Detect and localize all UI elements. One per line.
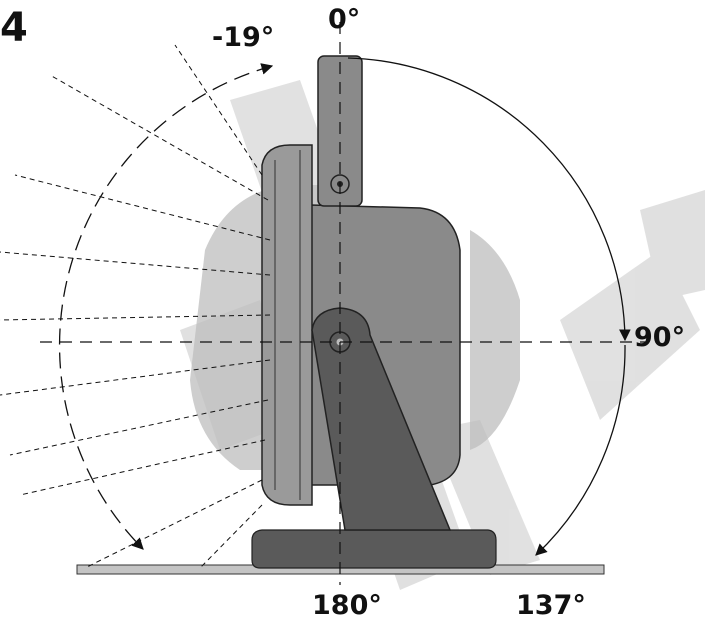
stand-arm — [311, 307, 452, 531]
angle-label-90: 90° — [634, 322, 686, 353]
tilt-arc-left — [58, 63, 274, 550]
lamp-front-frame — [261, 144, 313, 506]
stand-foot — [251, 529, 497, 569]
tilt-arc-right-lower — [535, 344, 626, 556]
angle-label-180: 180° — [312, 590, 382, 621]
tilt-arc-right — [347, 57, 631, 342]
angle-label-137: 137° — [516, 590, 586, 621]
angle-label-minus-19: -19° — [212, 22, 275, 53]
angle-label-0: 0° — [328, 4, 361, 35]
figure-number: 4 — [0, 5, 28, 51]
